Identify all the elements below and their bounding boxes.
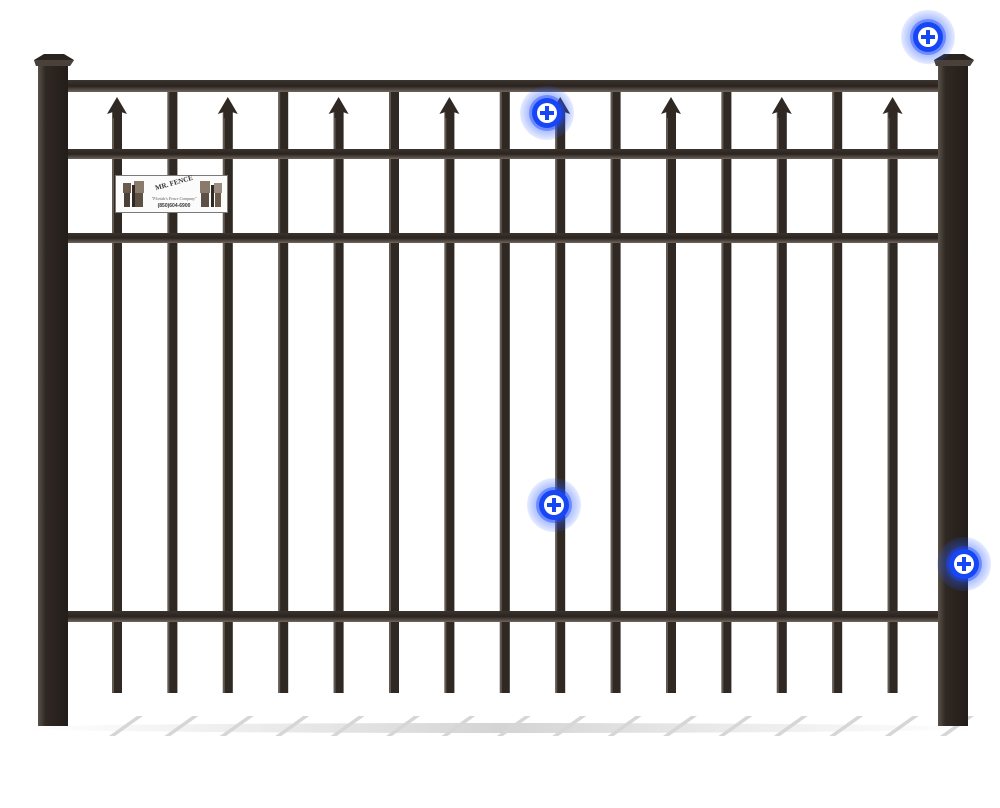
spear-picket (771, 97, 792, 693)
flat-picket (389, 92, 399, 693)
ground-shadow (20, 723, 980, 733)
picket-shadow (829, 716, 864, 736)
picket-shadow (773, 716, 808, 736)
flat-picket (499, 92, 510, 693)
hotspot-picket[interactable] (527, 478, 581, 532)
picket-shadow (109, 716, 143, 736)
hotspot-post-cap[interactable] (901, 10, 955, 64)
hotspot-post[interactable] (937, 537, 991, 591)
plus-icon (537, 103, 557, 123)
spear-picket (661, 97, 681, 693)
spear-picket (550, 97, 571, 693)
finial (771, 97, 792, 118)
top-rail (62, 80, 942, 92)
spear-picket (217, 97, 238, 693)
spear-picket (439, 97, 460, 693)
finial (107, 97, 127, 118)
flat-picket (832, 92, 843, 693)
spear-picket (328, 97, 349, 693)
picket-shadow (164, 716, 199, 736)
picket-shadows (109, 716, 974, 736)
picket-shadow (663, 716, 697, 736)
picket-shadow (219, 716, 254, 736)
flat-picket (610, 92, 621, 693)
left-post (34, 54, 74, 726)
picket-shadow (441, 716, 476, 736)
rails (62, 80, 942, 622)
finial (439, 97, 460, 118)
picket-shadow (496, 716, 531, 736)
finial (882, 97, 903, 118)
picket-shadow (386, 716, 420, 736)
picket-shadow (275, 716, 310, 736)
flat-picket (167, 92, 178, 693)
plus-icon (954, 554, 974, 574)
finial (217, 97, 238, 118)
picket-shadow (330, 716, 365, 736)
logo-brand-text: MR. FENCE (154, 173, 194, 193)
picket-shadow (884, 716, 919, 736)
finial (661, 97, 681, 118)
finial (328, 97, 349, 118)
spear-picket (107, 97, 127, 693)
picket-shadow (607, 716, 642, 736)
flat-picket (721, 92, 732, 693)
picket-shadow (552, 716, 587, 736)
mr-fence-logo-plate: MR. FENCE "Florida's Fence Company" (850… (115, 173, 228, 213)
bottom-rail (62, 611, 942, 622)
plus-icon (544, 495, 564, 515)
mascot-right-icon (200, 181, 222, 207)
middle-rail (62, 233, 942, 243)
flat-picket (278, 92, 289, 693)
picket-shadow (718, 716, 753, 736)
logo-tagline: "Florida's Fence Company" (151, 196, 197, 201)
mascot-left-icon (123, 181, 144, 207)
upper-rail (62, 149, 942, 159)
spear-picket (882, 97, 903, 693)
right-post (934, 54, 974, 726)
plus-icon (918, 27, 938, 47)
hotspot-finial[interactable] (520, 86, 574, 140)
pickets (107, 92, 953, 693)
logo-phone: (850)604-6900 (157, 203, 191, 209)
